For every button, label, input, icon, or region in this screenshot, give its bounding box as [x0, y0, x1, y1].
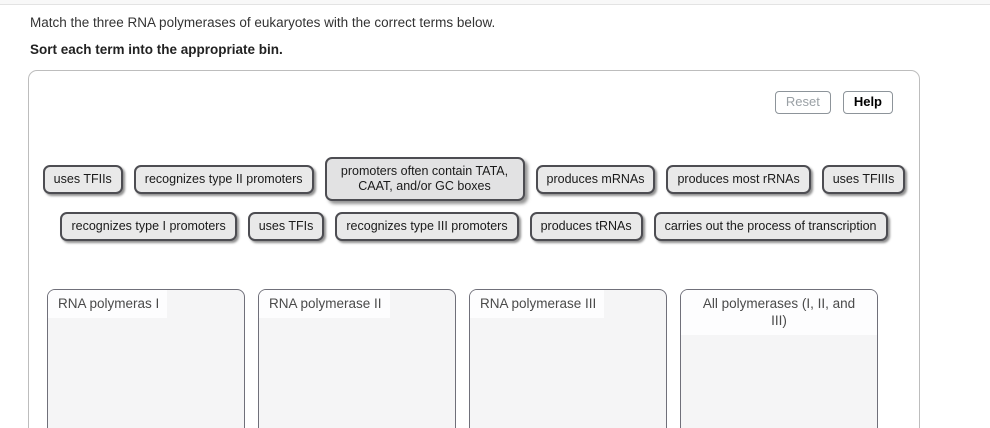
- top-divider: [0, 0, 990, 5]
- bin-all-polymerases[interactable]: All polymerases (I, II, and III): [680, 289, 878, 428]
- term-chip[interactable]: uses TFIIs: [42, 164, 123, 194]
- term-chip[interactable]: recognizes type III promoters: [335, 212, 519, 241]
- sorting-activity-panel: Reset Help uses TFIIs recognizes type II…: [28, 70, 920, 428]
- panel-toolbar: Reset Help: [774, 91, 893, 115]
- bin-rna-polymerase-iii[interactable]: RNA polymerase III: [469, 289, 667, 428]
- match-instruction-text: Match the three RNA polymerases of eukar…: [30, 15, 496, 30]
- bin-rna-polymerase-i[interactable]: RNA polymeras I: [47, 289, 245, 428]
- term-chip-row-1: uses TFIIs recognizes type II promoters …: [29, 157, 919, 201]
- bin-label: All polymerases (I, II, and III): [681, 290, 877, 335]
- term-chip[interactable]: produces mRNAs: [535, 164, 656, 194]
- sort-instruction-text: Sort each term into the appropriate bin.: [30, 42, 283, 57]
- term-chip[interactable]: recognizes type I promoters: [60, 212, 237, 241]
- bin-rna-polymerase-ii[interactable]: RNA polymerase II: [258, 289, 456, 428]
- term-chip[interactable]: produces tRNAs: [529, 212, 643, 241]
- bin-label: RNA polymerase II: [259, 290, 390, 318]
- term-chip[interactable]: carries out the process of transcription: [653, 212, 888, 241]
- instructions-block: Match the three RNA polymerases of eukar…: [0, 5, 990, 57]
- term-chip[interactable]: produces most rRNAs: [666, 164, 811, 194]
- bin-label: RNA polymeras I: [48, 290, 168, 318]
- reset-button[interactable]: Reset: [774, 91, 831, 115]
- term-chip[interactable]: recognizes type II promoters: [133, 164, 314, 194]
- term-chip[interactable]: uses TFIIIs: [821, 164, 906, 194]
- term-chip[interactable]: promoters often contain TATA, CAAT, and/…: [324, 157, 525, 201]
- term-chip-row-2: recognizes type I promoters uses TFIs re…: [29, 212, 919, 241]
- term-chip[interactable]: uses TFIs: [247, 212, 325, 241]
- help-button[interactable]: Help: [842, 91, 893, 115]
- bin-label: RNA polymerase III: [470, 290, 605, 318]
- bins-row: RNA polymeras I RNA polymerase II RNA po…: [47, 289, 919, 428]
